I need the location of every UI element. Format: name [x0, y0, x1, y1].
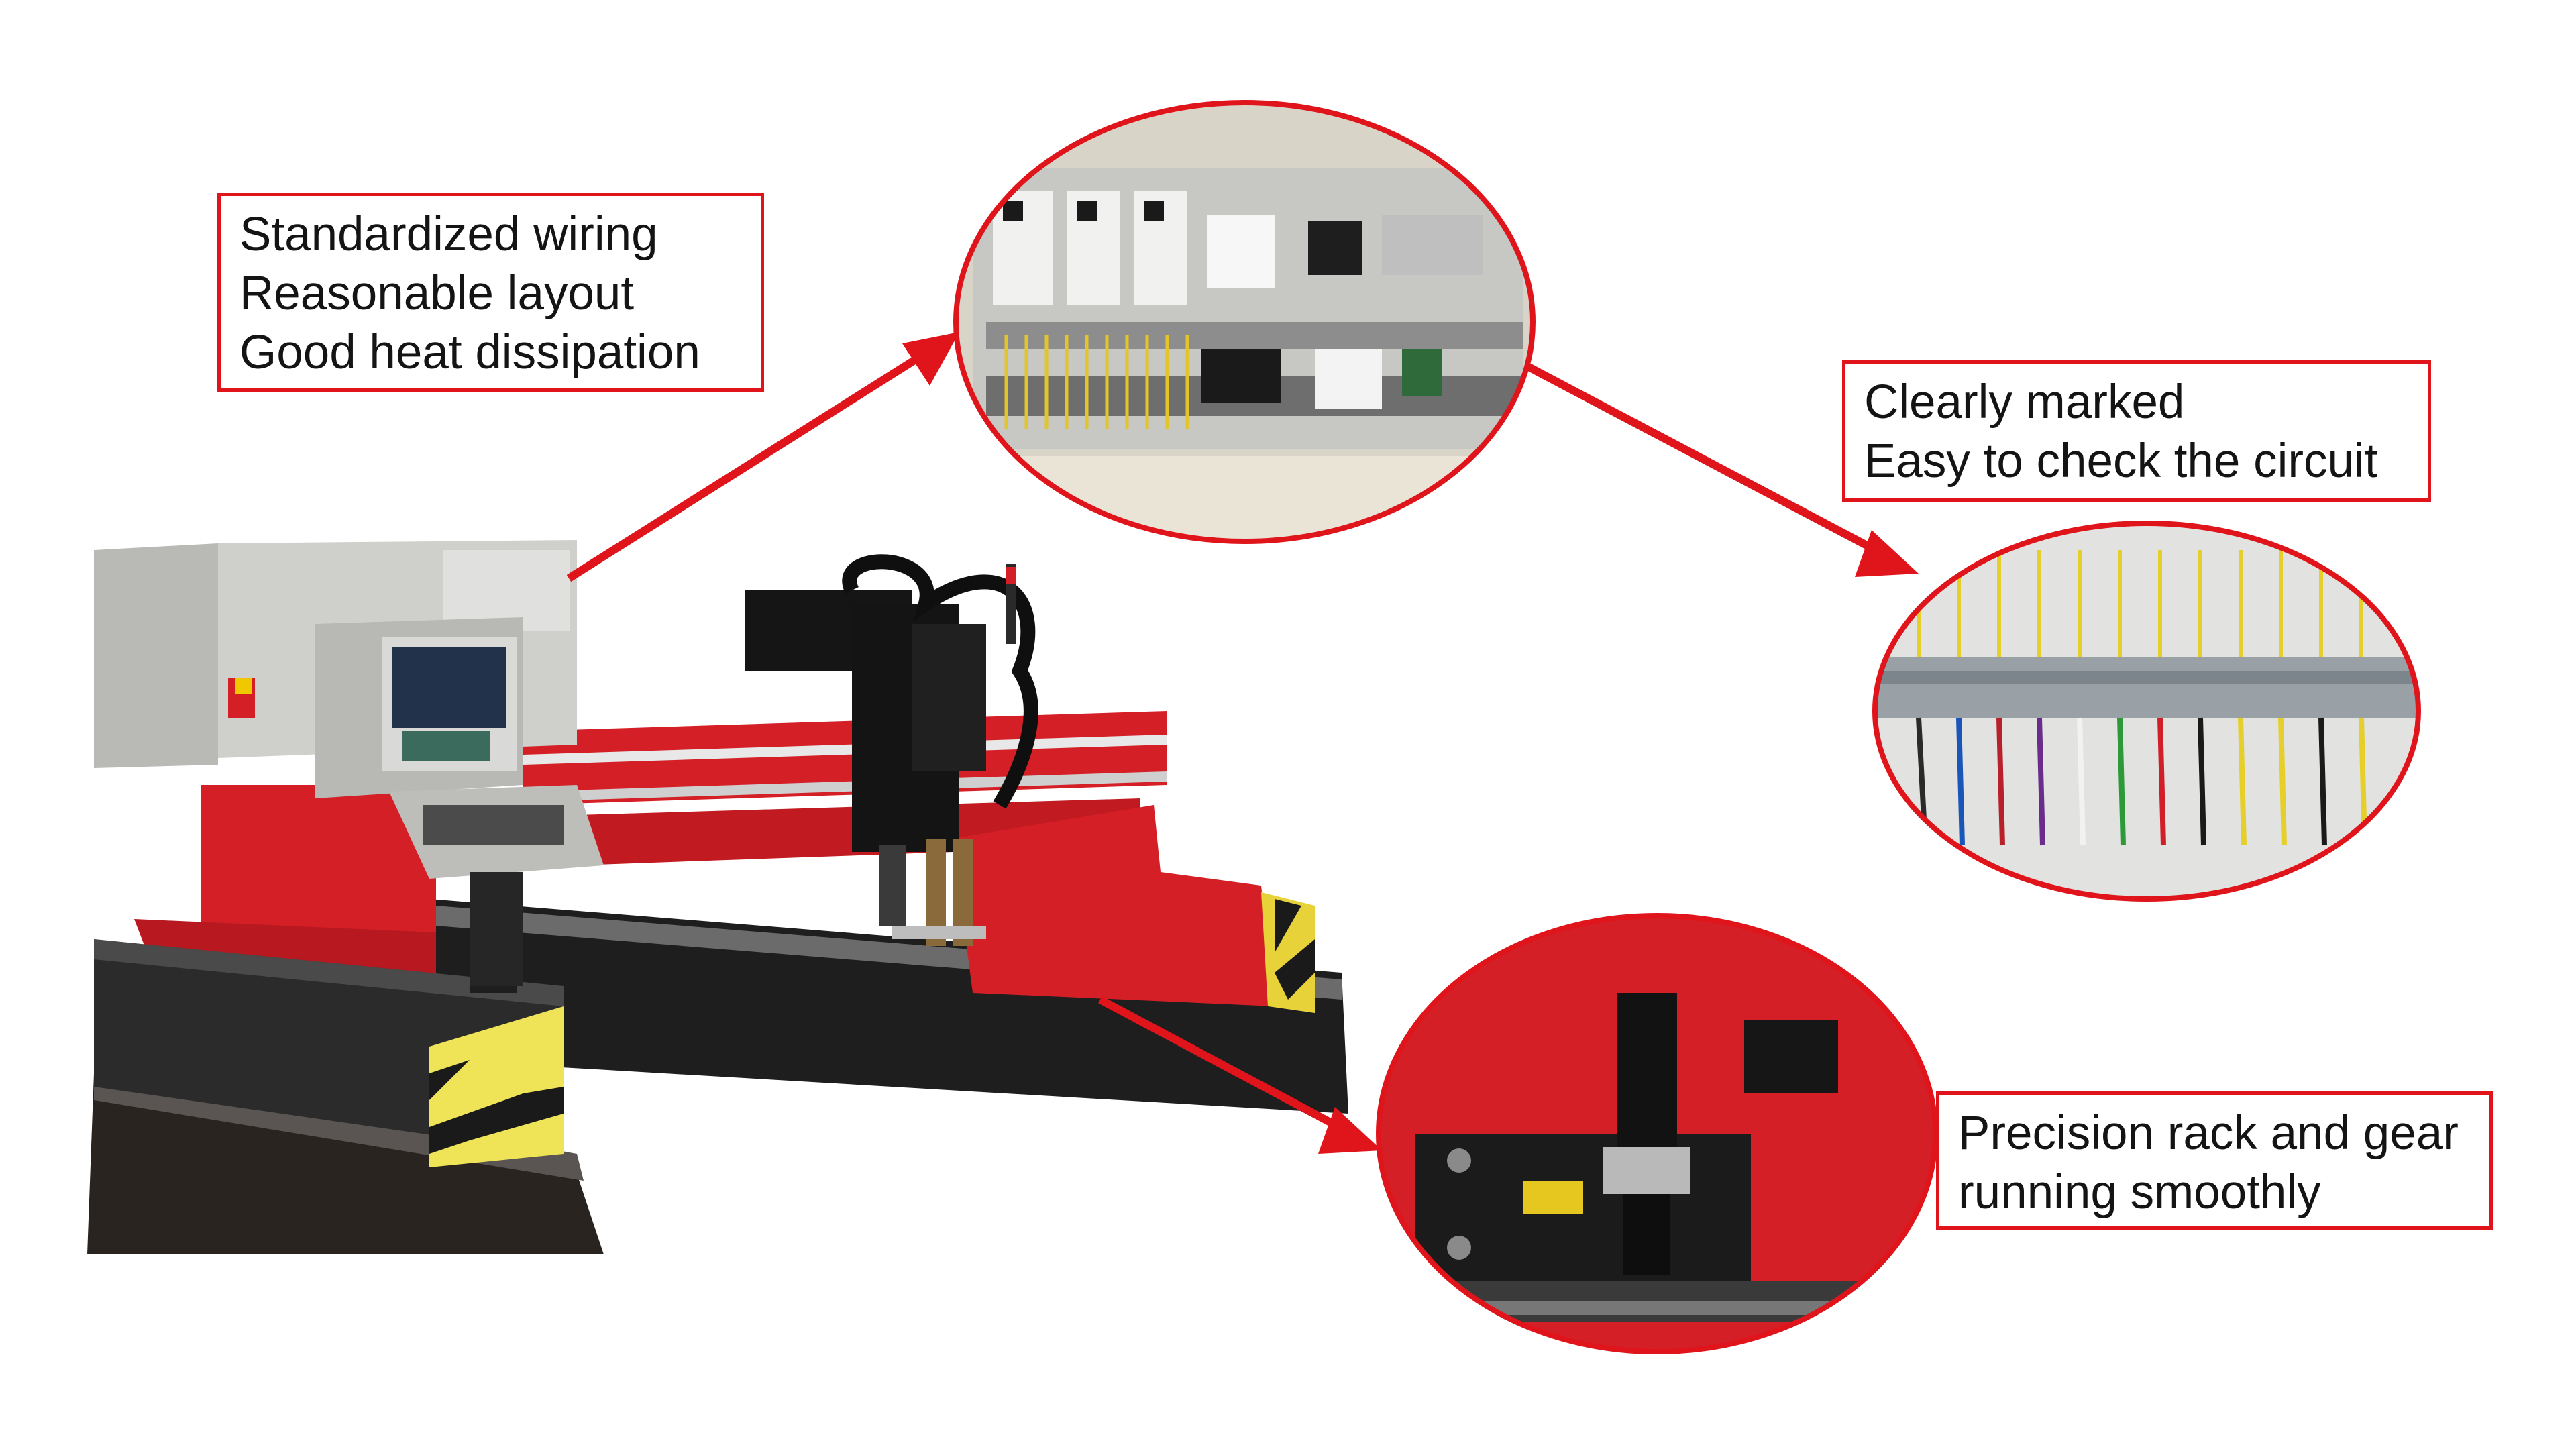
callout-circuit: Clearly marked Easy to check the circuit — [1842, 360, 2431, 502]
callout-circuit-line-2: Easy to check the circuit — [1864, 435, 2378, 488]
callout-rack-line-1: Precision rack and gear — [1958, 1107, 2459, 1160]
callout-wiring-line-1: Standardized wiring — [239, 208, 658, 261]
machine-illustration — [87, 540, 1348, 1254]
callout-arrows — [566, 332, 1919, 1154]
callout-rack: Precision rack and gear running smoothly — [1936, 1091, 2493, 1230]
callout-wiring-line-2: Reasonable layout — [239, 267, 635, 320]
callout-rack-line-2: running smoothly — [1958, 1166, 2321, 1219]
rack-gear-detail — [1376, 913, 1938, 1354]
control-cabinet-detail — [953, 100, 1536, 544]
callout-wiring: Standardized wiring Reasonable layout Go… — [217, 193, 764, 392]
callout-wiring-line-3: Good heat dissipation — [239, 326, 700, 379]
terminal-block-detail — [1872, 521, 2421, 902]
callout-circuit-line-1: Clearly marked — [1864, 376, 2185, 429]
